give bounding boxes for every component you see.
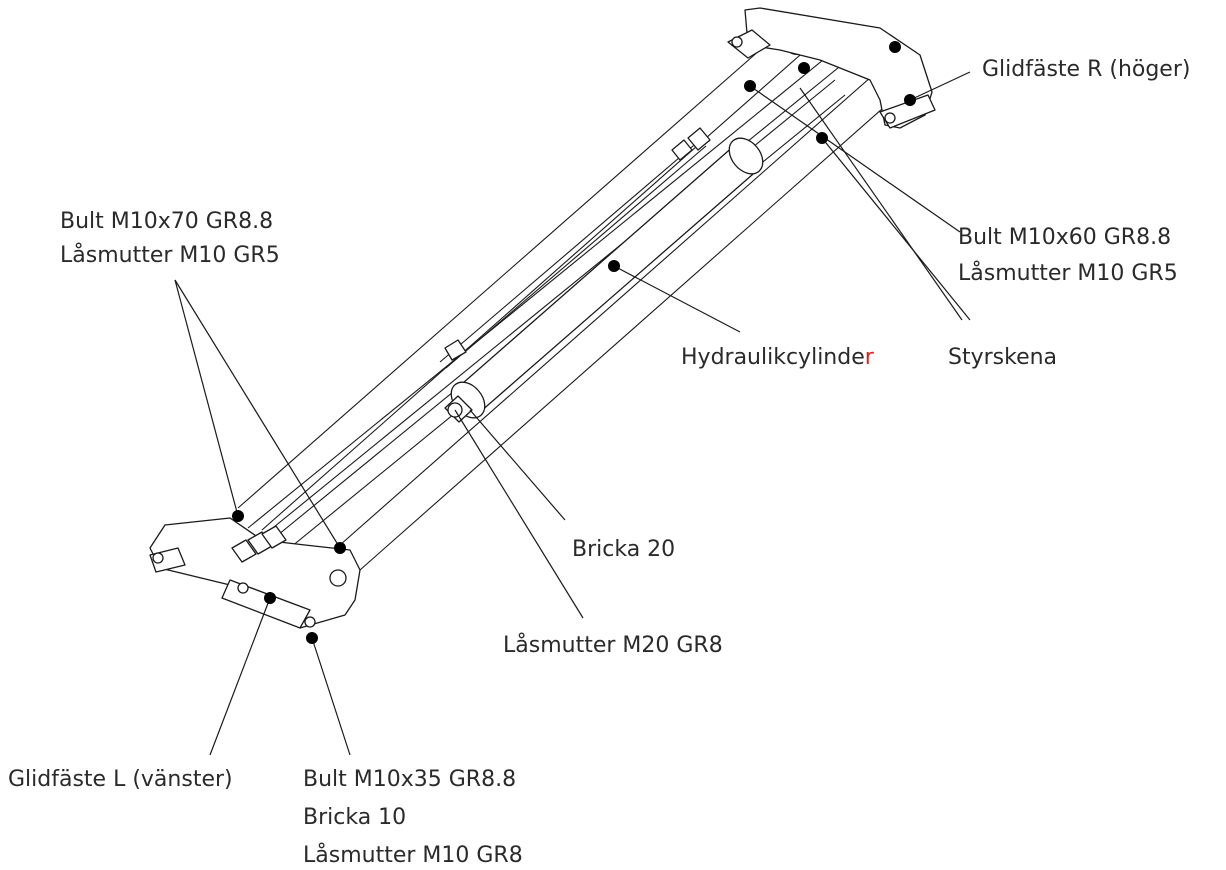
callout-dot <box>904 94 916 106</box>
label-bricka-10: Bricka 10 <box>303 805 406 830</box>
label-lasmutter-m10-gr5-left: Låsmutter M10 GR5 <box>60 242 280 268</box>
bracket-right-drawing <box>727 7 936 129</box>
callout-dot <box>608 260 620 272</box>
label-styrskena: Styrskena <box>948 345 1057 370</box>
callout-dot <box>232 510 244 522</box>
inner-rod <box>247 37 861 561</box>
guide-rail-upper <box>237 25 816 531</box>
callout-dot <box>334 542 346 554</box>
hydraulic-cylinder-drawing <box>439 127 764 423</box>
label-glidfaste-r: Glidfäste R (höger) <box>982 57 1190 82</box>
callout-dot <box>306 632 318 644</box>
label-bricka-20: Bricka 20 <box>572 537 675 562</box>
label-bult-m10x35: Bult M10x35 GR8.8 <box>303 767 516 792</box>
callout-dots <box>232 41 916 644</box>
label-glidfaste-l: Glidfäste L (vänster) <box>8 767 233 792</box>
callout-dot <box>264 592 276 604</box>
label-hydraulikcylinder: Hydraulikcylinder <box>681 345 875 370</box>
label-hydraulikcylinder-main: Hydraulikcylinde <box>681 345 865 370</box>
label-lasmutter-m10-gr8: Låsmutter M10 GR8 <box>303 842 523 868</box>
label-bult-m10x70: Bult M10x70 GR8.8 <box>60 209 273 234</box>
leader-lines <box>174 71 971 756</box>
bracket-left-drawing <box>149 517 361 629</box>
guide-rail-lower <box>339 58 915 571</box>
label-hydraulikcylinder-last-letter: r <box>865 345 875 370</box>
callout-dot <box>816 132 828 144</box>
callout-dot <box>889 41 901 53</box>
callout-dot <box>798 62 810 74</box>
label-bult-m10x60: Bult M10x60 GR8.8 <box>958 225 1171 250</box>
callout-dot <box>744 80 756 92</box>
label-lasmutter-m10-gr5-right: Låsmutter M10 GR5 <box>958 260 1178 286</box>
label-lasmutter-m20: Låsmutter M20 GR8 <box>503 632 723 658</box>
